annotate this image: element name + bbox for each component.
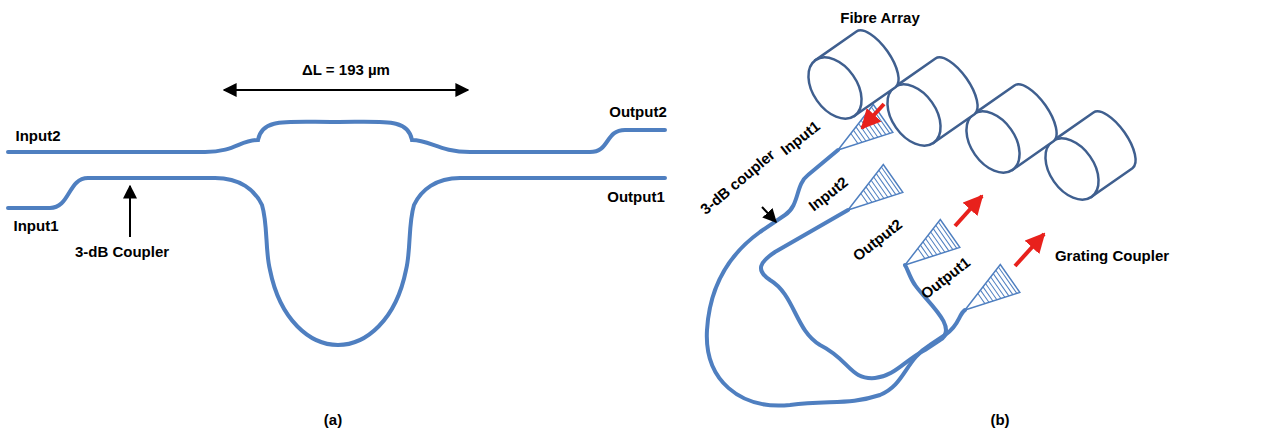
label: Input2: [16, 128, 61, 145]
grating-line: [936, 225, 953, 249]
grating-line: [920, 245, 929, 257]
grating-line: [998, 267, 1016, 293]
grating-line: [983, 287, 993, 301]
waveguide-bottom: [8, 178, 665, 345]
label: Input1: [777, 118, 823, 159]
label: Input2: [805, 174, 851, 215]
grating-line: [996, 270, 1013, 294]
grating-line: [923, 242, 933, 256]
label: Grating Coupler: [1055, 248, 1169, 265]
grating-line: [881, 167, 899, 193]
grating-line: [986, 284, 997, 300]
waveguide-top: [8, 122, 665, 152]
label: (b): [990, 412, 1009, 429]
coupler-pointer-b: [762, 207, 776, 222]
grating-line: [863, 190, 872, 202]
grating-line: [926, 239, 937, 255]
label: ΔL = 193 µm: [302, 62, 390, 79]
label: 3-dB Coupler: [75, 244, 169, 261]
fibre: [797, 23, 906, 128]
label: Input1: [14, 218, 59, 235]
grating-line: [879, 170, 896, 194]
label: Output2: [850, 216, 905, 264]
grating-taper: [838, 165, 903, 224]
delta-l-arrow: [224, 89, 468, 91]
grating-coupler: [838, 165, 903, 224]
grating-line: [869, 184, 880, 200]
light-out-arrow: [955, 196, 982, 226]
grating-line: [980, 290, 989, 302]
waveguide-chip-1: [707, 150, 965, 406]
light-out-arrow: [1015, 234, 1044, 266]
waveguide-chip-2: [761, 210, 946, 378]
grating-line: [856, 127, 866, 141]
grating-line: [866, 187, 876, 201]
label: Fibre Array: [840, 10, 919, 27]
label: Output2: [609, 104, 667, 121]
fibre-face: [797, 48, 872, 129]
grating-line: [871, 107, 889, 133]
coupler-pointer: [129, 186, 131, 237]
label: Output1: [918, 254, 973, 302]
light-in-arrow: [862, 104, 884, 128]
grating-line: [938, 222, 956, 248]
label: Output1: [607, 189, 665, 206]
label: (a): [324, 412, 342, 429]
label: 3-dB coupler: [698, 146, 779, 218]
grating-line: [853, 130, 862, 142]
